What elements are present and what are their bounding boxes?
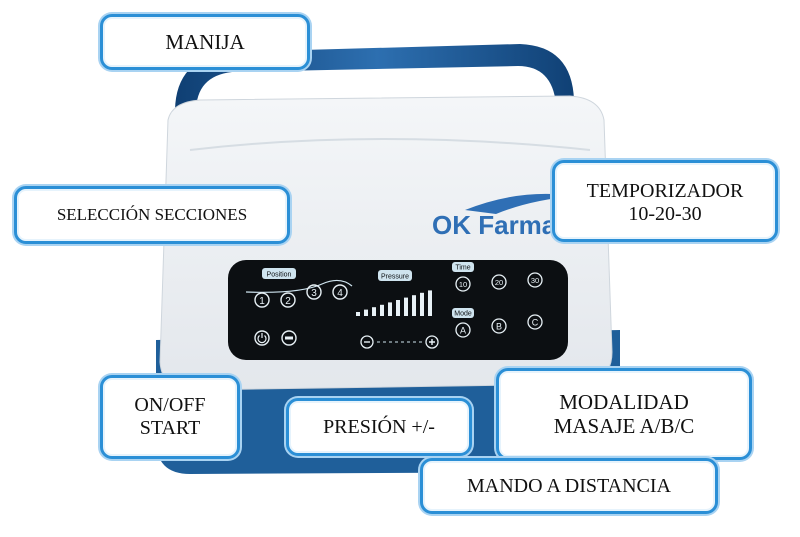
timer-value: 10	[459, 280, 467, 289]
callout-seleccion-secciones: SELECCIÓN SECCIONES	[14, 186, 290, 244]
callout-modalidad-masaje: MODALIDAD MASAJE A/B/C	[496, 368, 752, 460]
pressure-bar	[412, 295, 416, 316]
section-number: 1	[259, 296, 265, 307]
callout-text: MANIJA	[165, 30, 244, 54]
pressure-bar	[388, 302, 392, 316]
pressure-bar	[356, 312, 360, 316]
callout-text: MANDO A DISTANCIA	[467, 475, 671, 498]
pressure-bar	[428, 290, 432, 316]
callout-text: SELECCIÓN SECCIONES	[57, 205, 247, 225]
callout-line: 10-20-30	[587, 203, 744, 226]
callout-line: START	[134, 417, 205, 440]
mode-letter: C	[532, 318, 539, 328]
timer-value: 30	[531, 276, 539, 285]
callout-temporizador: TEMPORIZADOR 10-20-30	[552, 160, 778, 242]
callout-text: PRESIÓN +/-	[323, 416, 435, 439]
pressure-bar	[404, 298, 408, 316]
callout-line: ON/OFF	[134, 394, 205, 417]
section-number: 3	[311, 288, 317, 299]
timer-value: 20	[495, 278, 503, 287]
callout-line: MASAJE A/B/C	[554, 414, 695, 438]
mode-letter: A	[460, 326, 466, 336]
pressure-bar	[364, 310, 368, 316]
section-number: 2	[285, 296, 291, 307]
mode-label: Mode	[454, 311, 472, 318]
position-label: Position	[267, 272, 292, 279]
callout-onoff-start: ON/OFF START	[100, 375, 240, 459]
callout-line: MODALIDAD	[554, 390, 695, 414]
callout-manija: MANIJA	[100, 14, 310, 70]
section-number: 4	[337, 288, 343, 299]
pressure-bar	[396, 300, 400, 316]
pressure-bar	[380, 305, 384, 316]
callout-presion: PRESIÓN +/-	[286, 398, 472, 456]
start-icon	[285, 337, 293, 340]
mode-letter: B	[496, 322, 502, 332]
pressure-label: Pressure	[381, 274, 409, 281]
pressure-bar	[420, 293, 424, 316]
callout-mando-distancia: MANDO A DISTANCIA	[420, 458, 718, 514]
pressure-bar	[372, 307, 376, 316]
time-label: Time	[455, 265, 470, 272]
brand-logo-text: OK Farma	[432, 210, 557, 240]
callout-line: TEMPORIZADOR	[587, 180, 744, 203]
